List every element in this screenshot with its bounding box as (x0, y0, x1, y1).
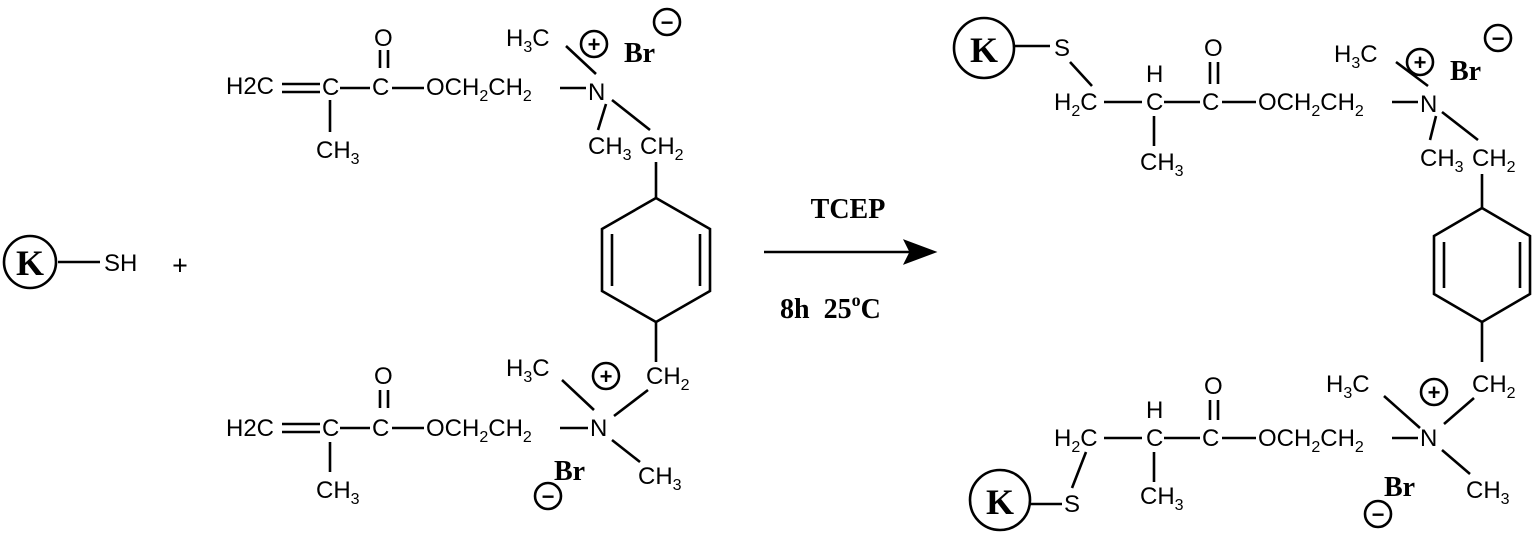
product-top-plus: + (1414, 50, 1427, 75)
bottom-minus-charge: − (542, 484, 555, 509)
bottom-n-methyl-a: H3C (506, 355, 550, 386)
product-top-s-c-bond (1069, 61, 1093, 87)
product-top-benzyl-ch2: CH2 (1472, 145, 1516, 176)
product-bottom-n-me-bond-a (1383, 395, 1421, 429)
bottom-plus-charge: + (600, 364, 613, 389)
product-top-minus: − (1492, 26, 1505, 51)
product-bottom-plus: + (1428, 380, 1441, 405)
bottom-plus-charge-ring (591, 361, 621, 391)
bottom-linker: OCH2CH2 (426, 415, 532, 446)
catalyst-label: TCEP (811, 194, 886, 225)
product-bottom-ester-c: C (1202, 425, 1219, 452)
product-top-sulfur: S (1054, 35, 1070, 62)
top-minus-charge-ring (652, 7, 682, 37)
product-bottom-ch2-n-bond (1443, 397, 1475, 425)
top-n-methyl-a: H3C (506, 25, 550, 56)
bottom-benzyl-ch2: CH2 (646, 363, 690, 394)
bottom-bromide: Br (554, 456, 585, 487)
product-bottom-methine-c: C (1146, 425, 1163, 452)
product-top-bead-circle (952, 16, 1016, 80)
bottom-alpha-c: C (322, 415, 339, 442)
benzene-ring (600, 196, 712, 324)
bottom-n-me-bond-b (611, 438, 641, 464)
crosslinker-monomer: H2C C C O CH3 OCH2CH2 N H3C CH3 CH2 + Br… (226, 7, 712, 511)
product-top-n-ch2-bond (1441, 110, 1479, 142)
product-top-n-methyl-a: H3C (1334, 41, 1378, 72)
product-bottom-methine-h: H (1146, 397, 1163, 424)
product-bottom-c-s-bond (1070, 451, 1088, 489)
product-top-plus-ring (1405, 47, 1435, 77)
product-top-h2c: H2C (1054, 89, 1098, 120)
product-bottom-n-methyl-b: CH3 (1466, 477, 1510, 508)
product-top-minus-ring (1483, 23, 1513, 53)
top-n-methyl-b: CH3 (588, 133, 632, 164)
product-bottom-h2c: H2C (1054, 425, 1098, 456)
product-bottom-bead-label: K (986, 482, 1014, 522)
top-n-me-bond-b (596, 103, 608, 131)
product-top-bead-label: K (970, 30, 998, 70)
product-bottom-bead-circle (968, 468, 1032, 532)
product-top-n-methyl-b: CH3 (1420, 145, 1464, 176)
product-top-carbonyl-o: O (1204, 35, 1223, 62)
product-bottom-minus-ring (1363, 499, 1393, 529)
bottom-carbonyl-o: O (374, 363, 393, 390)
product: K S H2C H C C O CH3 OCH2CH2 N H3C CH3 CH… (952, 16, 1532, 532)
top-n-ch2-bond (611, 98, 651, 132)
product-bottom-plus-ring (1419, 377, 1449, 407)
thiol-reactant: K SH (2, 234, 137, 290)
product-top-ester-c: C (1202, 89, 1219, 116)
product-top-methine-c: C (1146, 89, 1163, 116)
top-ester-c: C (372, 74, 389, 101)
product-benzene-ring (1432, 206, 1532, 324)
top-minus-charge: − (661, 10, 674, 35)
product-bottom-benzyl-ch2: CH2 (1472, 371, 1516, 402)
bottom-nitrogen: N (590, 415, 607, 442)
product-bottom-n-me-bond-b (1441, 449, 1471, 475)
product-bottom-n-methyl-a: H3C (1326, 371, 1370, 402)
top-linker: OCH2CH2 (426, 74, 532, 105)
plus-sign: + (172, 251, 188, 282)
top-bromide: Br (624, 38, 655, 69)
product-top-methyl: CH3 (1140, 149, 1184, 180)
bottom-n-me-bond-a (561, 379, 595, 411)
top-plus-charge-ring (579, 29, 609, 59)
product-top-methine-h: H (1146, 61, 1163, 88)
top-n-me-bond-a (565, 45, 597, 75)
bottom-vinyl-h2c: H2C (226, 415, 274, 442)
bead-k-circle (2, 234, 58, 290)
top-plus-charge: + (588, 32, 601, 57)
product-bottom-minus: − (1372, 502, 1385, 527)
product-top-bromide: Br (1450, 56, 1481, 87)
product-top-n-me-bond-b (1428, 115, 1438, 141)
bottom-ch2-n-bond (613, 388, 649, 418)
product-bottom-carbonyl-o: O (1204, 373, 1223, 400)
bead-k-label: K (16, 243, 44, 283)
product-bottom-methyl: CH3 (1140, 483, 1184, 514)
top-benzyl-ch2: CH2 (640, 133, 684, 164)
top-carbonyl-o: O (374, 25, 393, 52)
bottom-methyl: CH3 (316, 477, 360, 508)
product-top-nitrogen: N (1420, 91, 1437, 118)
top-vinyl-h2c: H2C (226, 73, 274, 100)
product-top-linker: OCH2CH2 (1258, 89, 1364, 120)
bottom-n-methyl-b: CH3 (638, 463, 682, 494)
top-nitrogen: N (588, 79, 605, 106)
bottom-minus-charge-ring (533, 481, 563, 511)
product-bottom-bromide: Br (1384, 472, 1415, 503)
bottom-ester-c: C (372, 415, 389, 442)
product-bottom-sulfur: S (1064, 491, 1080, 518)
thiol-sh-label: SH (104, 250, 137, 277)
product-bottom-linker: OCH2CH2 (1258, 425, 1364, 456)
product-top-n-me-bond-a (1395, 60, 1429, 88)
top-alpha-c: C (322, 74, 339, 101)
arrow-head (902, 239, 938, 265)
top-methyl: CH3 (316, 137, 360, 168)
product-bottom-nitrogen: N (1420, 425, 1437, 452)
